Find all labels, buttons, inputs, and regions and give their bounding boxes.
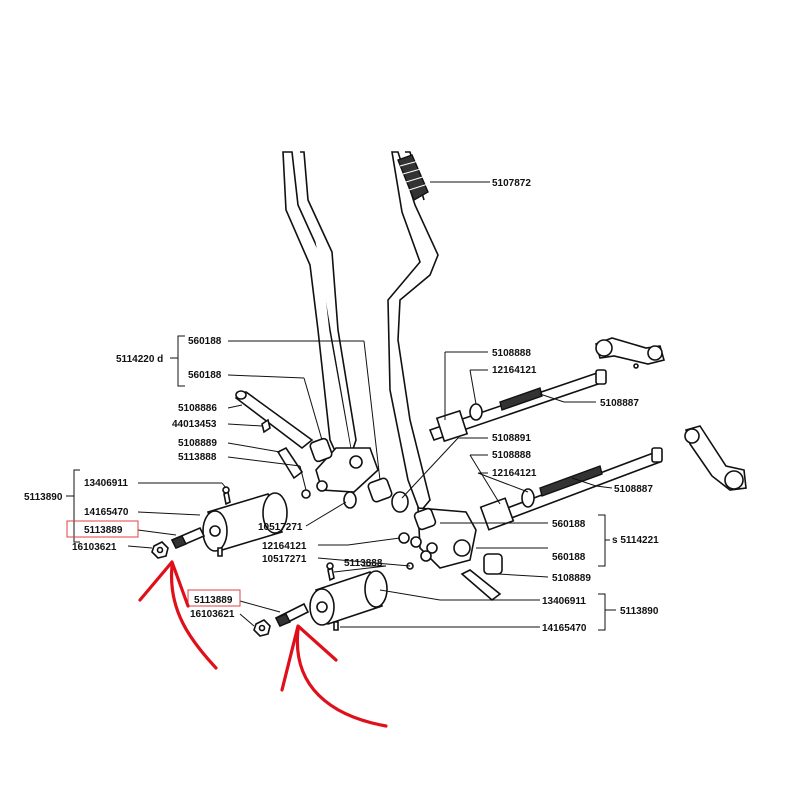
pedal-pad-knurled [397,154,429,202]
part-label-5113889: 5113889 [84,525,123,536]
master-cylinder-right [309,562,388,631]
part-label-560188: 560188 [552,552,586,563]
part-label-5107872: 5107872 [492,178,531,189]
part-label-10517271: 10517271 [262,554,307,565]
part-label-560188: 560188 [188,336,222,347]
part-label-5113889: 5113889 [194,595,233,606]
red-arrow-right [295,628,388,728]
master-cylinder-left [202,486,288,557]
bushing-560188-lower [367,477,393,503]
shaft-5108889-upper [276,446,304,480]
spacer-washer [343,491,409,513]
red-arrow-left-head [138,560,190,608]
part-label-16103621: 16103621 [190,609,235,620]
part-label-5113888: 5113888 [178,452,217,463]
part-label-12164121: 12164121 [492,365,537,376]
part-label-5108886: 5108886 [178,403,217,414]
pushrod-5113889-left [170,526,206,550]
cross-shaft-upper [428,369,607,443]
shaft-5108889-lower [460,569,502,602]
right-pedal-lever [387,151,439,514]
part-label-5108888: 5108888 [492,450,531,461]
left-pivot-hub [315,447,379,493]
part-label-5113890: 5113890 [24,492,63,503]
part-label-5108889: 5108889 [552,573,591,584]
part-label-5108891: 5108891 [492,433,531,444]
left-pedal-lever [282,151,357,464]
part-label-560188: 560188 [188,370,222,381]
bolt-5113888-upper [301,489,311,499]
part-label-10517271: 10517271 [258,522,303,533]
part-label-12164121: 12164121 [492,468,537,479]
part-label-5108888: 5108888 [492,348,531,359]
part-label-5108887: 5108887 [614,484,653,495]
part-label-5114220: 5114220 d [116,354,163,365]
idler-arm-lower [684,425,747,491]
red-arrow-right-head [280,624,338,692]
pin-5108886 [234,390,314,450]
part-label-5108889: 5108889 [178,438,217,449]
pushrod-5113889-right [274,602,310,628]
part-label-5108887: 5108887 [600,398,639,409]
part-label-5113890: 5113890 [620,606,659,617]
bushing-560188-upper [309,437,333,463]
part-label-560188: 560188 [552,519,586,530]
highlight-box-5113889-left [66,520,139,538]
part-label-16103621: 16103621 [72,542,117,553]
part-label-14165470: 14165470 [84,507,129,518]
grease-nipple-44013453 [261,418,271,434]
part-label-13406911: 13406911 [84,478,128,489]
part-label-13406911: 13406911 [542,596,586,607]
bushing-right-hub [413,507,503,575]
part-label-44013453: 44013453 [172,419,217,430]
part-label-14165470: 14165470 [542,623,587,634]
red-arrow-left [169,564,218,670]
part-label-5114221: s 5114221 [612,535,659,546]
nut-16103621-right [253,619,271,637]
cross-shaft-lower [479,447,663,531]
idler-arm-upper [595,337,665,369]
leader-lines [66,181,616,631]
highlight-box-5113889-right [187,589,241,607]
nut-16103621-left [151,541,169,559]
part-label-5113888: 5113888 [344,558,383,569]
part-label-12164121: 12164121 [262,541,307,552]
